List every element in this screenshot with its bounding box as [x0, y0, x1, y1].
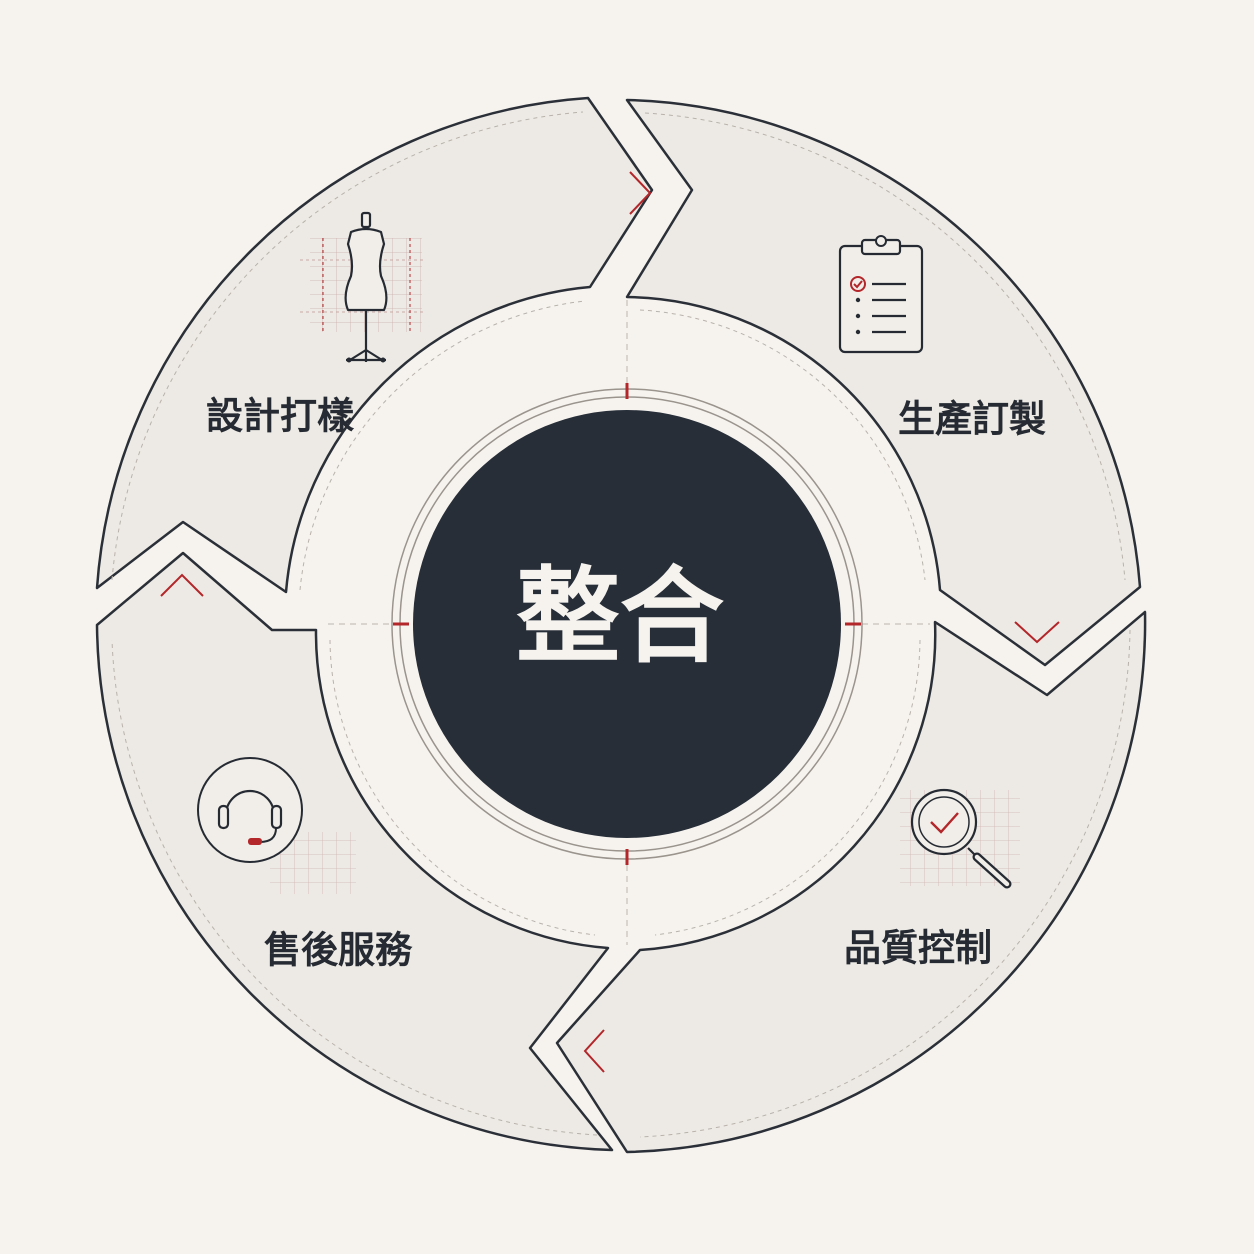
segment-label-service: 售後服務 [264, 929, 413, 972]
center-label: 整合 [516, 555, 724, 677]
crosshair-guides [328, 300, 930, 945]
segment-label-design: 設計打樣 [206, 395, 355, 438]
clipboard-checklist-icon [838, 235, 924, 354]
segment-service-stitch-inner [329, 639, 596, 936]
segment-design-shape [95, 96, 654, 594]
magnifier-check-icon [900, 788, 1020, 889]
segment-label-production: 生產訂製 [898, 398, 1046, 441]
dress-form-icon [300, 211, 425, 363]
segment-quality [555, 610, 1147, 1154]
segment-quality-shape [555, 610, 1147, 1154]
center-tick-marks [393, 383, 861, 865]
segment-production [625, 98, 1142, 667]
segment-design [95, 96, 654, 594]
segment-production-shape [625, 98, 1142, 667]
center-disc [413, 410, 841, 838]
chevron-left-icon [583, 1029, 605, 1073]
segment-quality-stitch [639, 629, 1131, 1138]
segment-design-stitch-inner [299, 300, 586, 591]
chevron-right-icon [629, 171, 652, 215]
segment-label-quality: 品質控制 [844, 927, 992, 970]
chevron-up-icon [160, 573, 204, 597]
segment-design-stitch [111, 111, 584, 581]
segment-quality-stitch-inner [654, 639, 921, 936]
center-hub: 整合 [391, 383, 863, 865]
chevron-down-icon [1014, 621, 1060, 644]
headset-icon [197, 757, 356, 894]
segment-service-stitch [111, 639, 598, 1136]
